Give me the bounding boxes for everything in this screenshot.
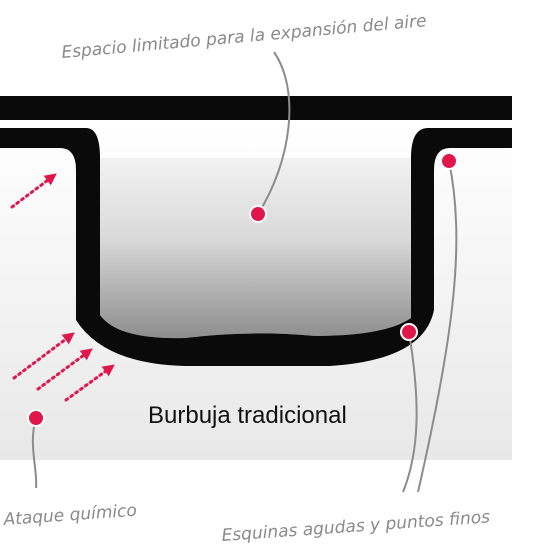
leader-line-corner-lower [402,331,418,493]
marker-dot-icon [249,205,267,223]
label-sharp-corners: Esquinas agudas y puntos finos [221,507,491,546]
leader-line-corner-upper [417,160,458,493]
label-chemical-attack: Ataque químico [2,501,138,530]
dotted-arrow-icon [10,173,57,209]
dotted-arrow-icon [36,348,93,391]
top-film-strip [0,96,512,120]
marker-dot-icon [27,409,45,427]
dotted-arrow-icon [12,332,75,380]
dotted-arrow-icon [64,364,115,402]
marker-dot-icon [440,152,458,170]
bubble-cavity [100,158,411,339]
label-bubble-name: Burbuja tradicional [148,402,347,429]
label-limited-space: Espacio limitado para la expansión del a… [61,11,428,63]
marker-dot-icon [400,323,418,341]
leader-line-top [257,51,291,215]
